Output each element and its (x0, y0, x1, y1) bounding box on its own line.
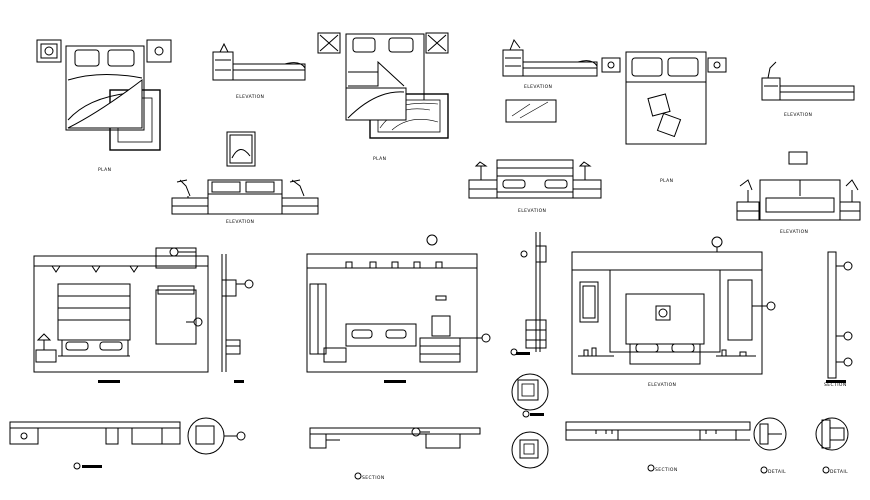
wall-section-left (221, 254, 254, 383)
label-elevation-7: ELEVATION (648, 382, 676, 388)
bed-plan-3 (601, 51, 727, 145)
section-strip-3 (565, 417, 849, 474)
label-elevation-4: ELEVATION (784, 112, 812, 118)
bed-elevation-1 (212, 42, 306, 81)
bed-elevation-6 (736, 179, 861, 221)
label-elevation-5: ELEVATION (518, 208, 546, 214)
wall-section-right (826, 251, 853, 383)
detail-circles-center (511, 373, 549, 469)
label-detail-1: DETAIL (768, 469, 786, 475)
bed-plan-1 (36, 39, 172, 151)
wall-elevation-center (306, 234, 491, 383)
bed-elevation-5 (468, 151, 808, 199)
wall-elevation-left (33, 247, 209, 383)
label-plan-2: PLAN (373, 156, 386, 162)
label-elevation-1: ELEVATION (236, 94, 264, 100)
label-elevation-2: ELEVATION (226, 219, 254, 225)
framed-picture-plan (317, 32, 449, 139)
wall-section-center (510, 232, 547, 356)
bed-elevation-4 (761, 61, 855, 101)
label-section-2: SECTION (362, 475, 385, 481)
section-strip-1 (9, 417, 246, 470)
label-elevation-6: ELEVATION (780, 229, 808, 235)
bed-elevation-3 (502, 38, 598, 123)
label-detail-2: DETAIL (830, 469, 848, 475)
label-elevation-3: ELEVATION (524, 84, 552, 90)
label-section-3: SECTION (655, 467, 678, 473)
label-plan-1: PLAN (98, 167, 111, 173)
label-section-1: SECTION (824, 382, 847, 388)
wall-elevation-right (571, 236, 776, 375)
bed-elevation-2 (171, 131, 319, 215)
section-strip-2 (309, 427, 481, 480)
label-plan-3: PLAN (660, 178, 673, 184)
